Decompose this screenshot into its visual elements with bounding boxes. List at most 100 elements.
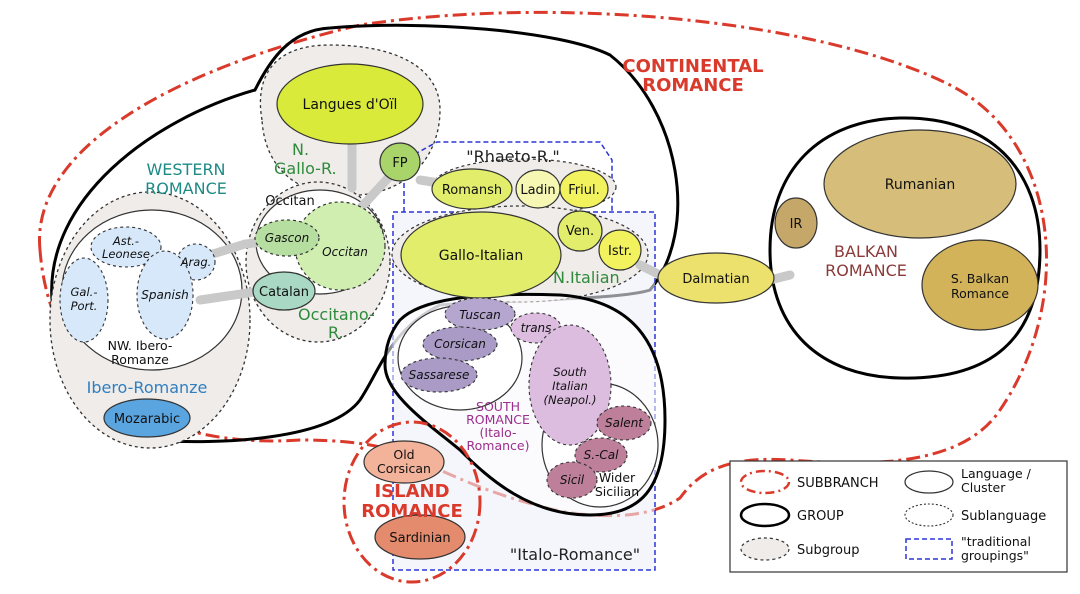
legend: SUBBRANCH GROUP Subgroup Language / Clus…: [729, 460, 1068, 573]
catalan-bubble: [252, 271, 316, 311]
gascon-label: Gascon: [265, 231, 309, 245]
rumanian-bubble: [823, 129, 1017, 239]
catalan-label: Catalan: [259, 285, 309, 300]
wider-sicilian-label-2: Sicilian: [595, 484, 639, 499]
rumanian-label: Rumanian: [885, 177, 955, 193]
south-romance-label-4: Romance): [467, 438, 530, 453]
n-gallo-romance-label: N.: [292, 140, 309, 159]
s-balkan-label: S. Balkan: [951, 271, 1009, 286]
ir-bubble: [774, 197, 818, 249]
romansh-label: Romansh: [442, 183, 502, 198]
ibero-romanze-label: Ibero-Romanze: [87, 378, 208, 397]
occitano-romance-label-2: R.: [328, 323, 344, 342]
venetian-label: Ven.: [566, 224, 594, 239]
tuscan-bubble: [444, 297, 516, 331]
n-italian-label: N.Italian: [553, 268, 620, 287]
istriot-bubble: [598, 229, 642, 271]
legend-subbranch-label: SUBBRANCH: [797, 476, 879, 491]
s-balkan-bubble: [921, 239, 1039, 331]
istriot-label: Istr.: [608, 244, 632, 259]
tuscan-label: Tuscan: [459, 308, 501, 322]
s-balkan-label-2: Romance: [951, 286, 1009, 301]
romansh-bubble: [431, 168, 513, 210]
gal-port-label-2: Port.: [71, 299, 98, 313]
continental-romance-subbranch-outline: [38, 10, 1048, 518]
legend-group-swatch: [739, 502, 791, 528]
mozarabic-bubble: [103, 398, 191, 438]
sicil-label: Sicil: [560, 473, 585, 487]
spanish-bubble: [136, 250, 194, 340]
langues-doil-label: Langues d'Oïl: [303, 97, 398, 113]
fp-label: FP: [392, 156, 407, 171]
ast-leonese-label-2: Leonese: [102, 247, 150, 261]
sassarese-label: Sassarese: [409, 368, 470, 382]
continental-romance-label-2: ROMANCE: [642, 75, 744, 96]
legend-subgroup-label: Subgroup: [797, 543, 860, 558]
island-romance-label: ISLAND: [374, 481, 449, 502]
corsican-label: Corsican: [434, 337, 486, 351]
legend-language-label: Language /: [961, 466, 1032, 481]
ast-leonese-label: Ast.-: [112, 234, 139, 248]
legend-traditional-swatch: [905, 538, 953, 560]
fp-bubble: [379, 142, 421, 182]
legend-traditional-label: "traditional: [961, 534, 1031, 549]
south-italian-label-2: Italian: [552, 379, 588, 393]
sardinian-bubble: [374, 514, 466, 560]
balkan-romance-label-2: ROMANCE: [825, 261, 907, 280]
island-romance-label-2: ROMANCE: [361, 501, 463, 522]
legend-traditional-label-2: groupings": [961, 548, 1029, 563]
south-romance-label-3: (Italo-: [480, 425, 517, 440]
salent-label: Salent: [605, 416, 644, 430]
ir-label: IR: [790, 217, 803, 232]
gallo-italian-bubble: [400, 211, 562, 299]
nw-ibero-romanze-label-2: Romanze: [111, 352, 169, 367]
south-italian-label: South: [553, 365, 586, 379]
old-corsican-bubble: [363, 440, 445, 484]
salent-bubble: [596, 405, 652, 441]
legend-group-label: GROUP: [797, 509, 844, 524]
old-corsican-label: Old: [393, 447, 414, 462]
south-italian-bubble: [528, 324, 612, 446]
island-romance-subbranch-outline: [342, 420, 482, 584]
dalmatian-label: Dalmatian: [682, 272, 749, 287]
dalmatian-bubble: [657, 252, 775, 304]
ladin-label: Ladin: [520, 183, 555, 198]
n-gallo-romance-label-2: Gallo-R.: [274, 159, 337, 178]
sardinian-label: Sardinian: [389, 531, 450, 546]
spanish-label: Spanish: [141, 288, 188, 302]
legend-sublanguage-label: Sublanguage: [961, 509, 1046, 524]
venetian-bubble: [557, 210, 603, 252]
friulian-bubble: [559, 169, 609, 209]
gal-port-bubble: [59, 257, 109, 343]
occitan-label: Occitan: [322, 245, 368, 259]
gal-port-label: Gal.-: [71, 285, 98, 299]
occitano-romance-label: Occitano-: [298, 305, 375, 324]
old-corsican-label-2: Corsican: [377, 461, 431, 476]
sicil-bubble: [546, 461, 598, 499]
sassarese-bubble: [400, 357, 478, 393]
italo-romance-label: "Italo-Romance": [510, 545, 640, 564]
south-romance-label: SOUTH: [476, 399, 520, 414]
s-cal-bubble: [574, 437, 628, 473]
south-italian-label-3: (Neapol.): [544, 393, 597, 407]
balkan-romance-label: BALKAN: [834, 242, 898, 261]
continental-romance-label: CONTINENTAL: [622, 56, 763, 77]
legend-language-swatch: [904, 470, 954, 494]
legend-subgroup-swatch: [740, 537, 790, 561]
trans-label: trans: [521, 321, 552, 335]
occitan-group-label: Occitan: [265, 194, 314, 209]
western-romance-label-2: ROMANCE: [145, 179, 227, 198]
legend-subbranch-swatch: [739, 469, 791, 495]
legend-language-label-2: Cluster: [961, 480, 1006, 495]
ast-leonese-bubble: [90, 226, 162, 268]
south-romance-label-2: ROMANCE: [466, 412, 530, 427]
rhaeto-romance-label: "Rhaeto-R.": [466, 147, 559, 166]
legend-sublanguage-swatch: [904, 503, 954, 527]
friulian-label: Friul.: [568, 183, 599, 198]
gallo-italian-label: Gallo-Italian: [439, 248, 524, 264]
western-romance-label: WESTERN: [146, 160, 225, 179]
nw-ibero-romanze-label: NW. Ibero-: [108, 338, 173, 353]
s-cal-label: S.-Cal: [584, 448, 619, 462]
wider-sicilian-label: Wider: [599, 470, 636, 485]
